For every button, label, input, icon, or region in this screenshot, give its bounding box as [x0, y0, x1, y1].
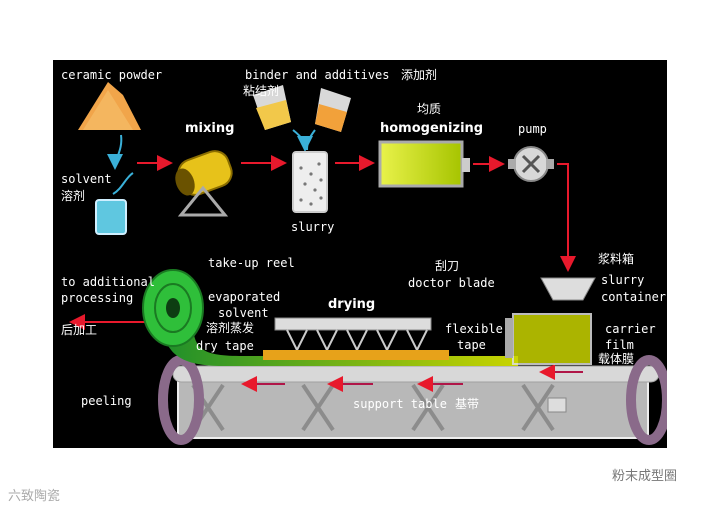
solvent-beaker — [95, 199, 127, 235]
tape-casting-diagram: ceramic powder binder and additives 添加剂 … — [53, 60, 667, 448]
pump — [508, 146, 554, 182]
watermark-right: 粉末成型圈 — [612, 469, 678, 484]
label-post-process-zh: 后加工 — [61, 323, 98, 337]
label-dry-tape: dry tape — [196, 339, 254, 353]
label-container: container — [601, 290, 667, 304]
label-tape: tape — [457, 338, 486, 352]
label-container-zh: 浆料箱 — [598, 252, 635, 266]
label-homogenize-zh: 均质 — [417, 102, 442, 116]
label-flexible: flexible — [445, 322, 503, 336]
label-film: film — [605, 338, 634, 352]
watermark-left: 六致陶瓷 — [8, 489, 61, 504]
homogenizer — [378, 140, 470, 188]
mixing-drum — [175, 150, 233, 217]
label-doctor-blade: doctor blade — [408, 276, 495, 290]
label-drying: drying — [328, 297, 376, 312]
label-support-table: support table — [353, 397, 447, 411]
label-processing: processing — [61, 291, 134, 305]
label-slurry-word: slurry — [601, 273, 645, 287]
label-binder-zh: 粘结剂 — [243, 84, 280, 98]
label-to-additional: to additional — [61, 275, 155, 289]
label-ceramic-powder: ceramic powder — [61, 68, 163, 82]
label-evap-solvent: solvent — [218, 306, 269, 320]
label-carrier-zh: 载体膜 — [598, 352, 635, 366]
label-blade-zh: 刮刀 — [435, 259, 460, 273]
label-mixing: mixing — [185, 121, 235, 136]
label-take-up-reel: take-up reel — [208, 256, 295, 270]
slurry-beaker — [292, 151, 328, 213]
label-peeling: peeling — [81, 394, 132, 408]
label-pump: pump — [518, 122, 547, 136]
label-evaporated: evaporated — [208, 290, 281, 304]
label-carrier: carrier — [605, 322, 656, 336]
binder-beakers — [253, 85, 351, 152]
label-solvent-zh: 溶剂 — [61, 189, 86, 203]
label-support-zh: 基带 — [455, 397, 480, 411]
label-slurry: slurry — [291, 220, 335, 234]
drying-hood — [263, 317, 449, 360]
label-binder-additives-zh: 添加剂 — [401, 68, 438, 82]
label-homogenizing: homogenizing — [380, 121, 484, 136]
label-evap-zh: 溶剂蒸发 — [206, 321, 255, 335]
diagram-graphics — [69, 82, 667, 445]
label-solvent: solvent — [61, 172, 112, 186]
take-up-reel — [142, 269, 204, 347]
slurry-container — [505, 277, 596, 365]
label-binder-additives: binder and additives — [245, 68, 390, 82]
